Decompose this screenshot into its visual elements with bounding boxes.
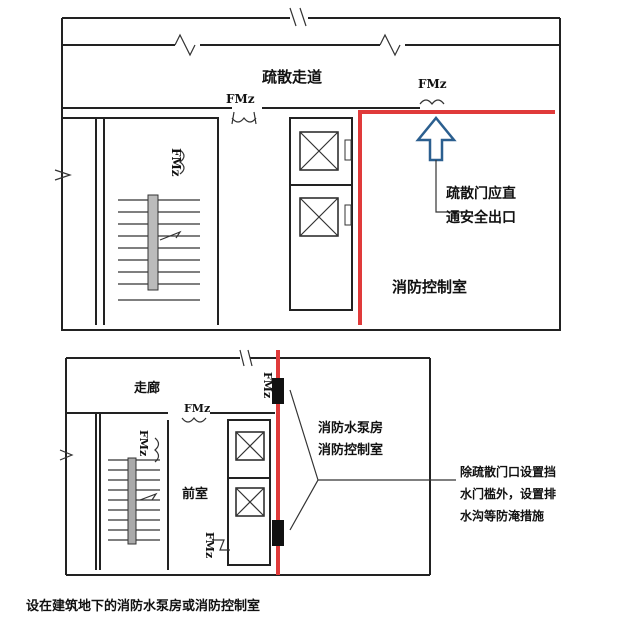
bottom-door-label-2: FMz — [137, 430, 150, 456]
diagram-caption: 设在建筑地下的消防水泵房或消防控制室 — [26, 598, 260, 614]
top-elevator-1 — [299, 131, 339, 171]
top-note-line-1: 疏散门应直 — [446, 185, 516, 202]
top-note-line-2: 通安全出口 — [446, 209, 516, 226]
top-corridor-label: 疏散走道 — [262, 68, 322, 86]
bottom-room-line-2: 消防控制室 — [318, 442, 383, 458]
bottom-elevator-1 — [235, 431, 265, 461]
bottom-door-label-4: FMz — [203, 532, 216, 558]
top-elevator-2 — [299, 197, 339, 237]
bottom-note-line-3: 水沟等防淹措施 — [460, 508, 544, 523]
bottom-elevator-2 — [235, 487, 265, 517]
bottom-floor-plan — [59, 349, 456, 576]
top-room-label: 消防控制室 — [392, 278, 467, 296]
bottom-note-line-1: 除疏散门口设置挡 — [460, 464, 556, 479]
bottom-stair-treads — [108, 457, 160, 545]
top-floor-plan — [54, 7, 561, 331]
bottom-note-line-2: 水门槛外，设置排 — [460, 486, 556, 501]
top-control-room-outline — [358, 110, 555, 325]
top-door-label-2: FMz — [169, 148, 183, 177]
bottom-door-label-3: FMz — [261, 372, 274, 398]
top-stair-treads — [118, 194, 200, 301]
top-door-label-1: FMz — [226, 92, 255, 106]
bottom-vestibule-label: 前室 — [182, 486, 208, 502]
bottom-door-label-1: FMz — [184, 402, 210, 415]
top-exit-arrow-icon — [415, 116, 457, 162]
top-door-label-3: FMz — [418, 77, 447, 91]
bottom-corridor-label: 走廊 — [134, 380, 160, 396]
bottom-room-line-1: 消防水泵房 — [318, 420, 383, 436]
